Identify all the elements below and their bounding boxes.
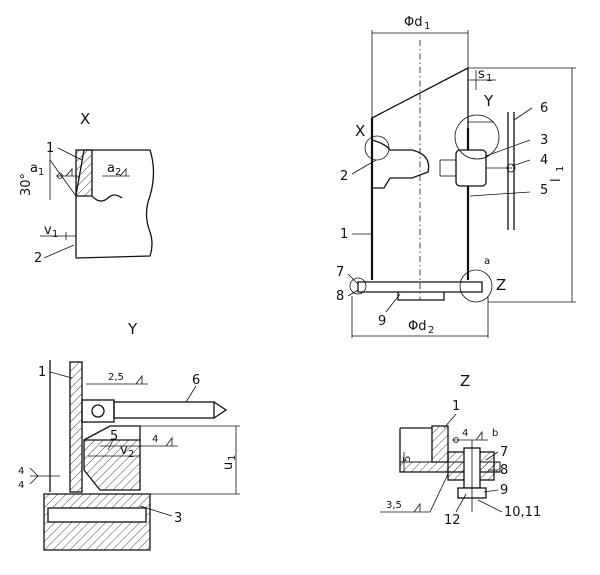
detail-z-weld1: 4 — [462, 428, 468, 439]
detail-z-label-10-11: 10,11 — [504, 505, 541, 520]
detail-x-label-1: 1 — [46, 141, 54, 156]
main-small-a: a — [484, 256, 490, 267]
detail-y-block — [83, 439, 141, 491]
detail-y-dim-u-sub: 1 — [227, 455, 238, 461]
main-part-8: 8 — [336, 289, 344, 304]
main-base — [357, 281, 483, 293]
detail-x-title: X — [80, 110, 90, 128]
detail-x-label-2: 2 — [34, 251, 42, 266]
main-part-6: 6 — [540, 101, 548, 116]
main-dia-bottom-sub: 2 — [428, 325, 434, 336]
detail-z-wall — [431, 425, 449, 463]
detail-y-plate — [69, 361, 83, 493]
detail-z-label-1: 1 — [452, 399, 460, 414]
main-view: Φd 1 s 1 l 1 — [336, 15, 576, 338]
main-X: X — [355, 122, 365, 140]
detail-x-body — [75, 149, 155, 259]
main-top-plate — [371, 66, 469, 128]
main-part-7: 7 — [336, 265, 344, 280]
main-part-5: 5 — [540, 183, 548, 198]
detail-y-weld1: 2,5 — [108, 372, 124, 383]
detail-y-dim-v: v — [120, 443, 128, 458]
detail-z-label-9: 9 — [500, 483, 508, 498]
detail-y-rod — [113, 401, 215, 419]
main-Y: Y — [483, 92, 494, 110]
detail-y-label-6: 6 — [192, 373, 200, 388]
detail-y-weld2: 4 — [152, 434, 158, 445]
main-height: l — [549, 178, 564, 182]
main-part-1: 1 — [340, 227, 348, 242]
main-height-sub: 1 — [555, 166, 566, 172]
main-part-3: 3 — [540, 133, 548, 148]
main-dia-top: Φd — [404, 15, 422, 30]
detail-x-weld-a: a — [30, 161, 38, 176]
detail-z-dim5: 5 — [402, 456, 413, 462]
detail-y-title: Y — [127, 320, 138, 338]
main-s1-sub: 1 — [486, 73, 492, 84]
detail-z-small-b: b — [492, 428, 498, 439]
detail-x-dim-v: v — [44, 223, 52, 238]
detail-z-label-7: 7 — [500, 445, 508, 460]
main-slot — [371, 139, 430, 189]
detail-z-title: Z — [460, 372, 470, 390]
detail-y-dim-u: u — [221, 462, 236, 470]
detail-y-label-5: 5 — [110, 429, 118, 444]
detail-x-weld2-2: 2 — [115, 167, 121, 178]
detail-y-dim-v-sub: 2 — [128, 449, 134, 460]
detail-x-weld-1: 1 — [38, 167, 44, 178]
main-hinge-block — [455, 149, 487, 187]
detail-x: X 1 2 a 1 a 2 30° v 1 — [19, 110, 155, 266]
detail-y-weld3-a: 4 — [18, 466, 24, 477]
detail-x-weld2-a: a — [107, 161, 115, 176]
detail-y-weld3-b: 4 — [18, 480, 24, 491]
main-part-4: 4 — [540, 153, 548, 168]
main-dia-top-sub: 1 — [424, 21, 430, 32]
detail-y-label-3: 3 — [174, 511, 182, 526]
detail-z: Z 5 1 4 b 7 8 9 12 10,11 — [380, 372, 541, 528]
detail-x-angle: 30° — [19, 173, 34, 196]
detail-z-weld2: 3,5 — [386, 500, 402, 511]
detail-x-weld-hatch — [75, 149, 93, 197]
detail-x-dim-1: 1 — [52, 229, 58, 240]
detail-z-label-12: 12 — [444, 513, 461, 528]
main-Z: Z — [496, 276, 506, 294]
detail-y-label-1: 1 — [38, 365, 46, 380]
main-part-2: 2 — [340, 169, 348, 184]
main-dia-bottom: Φd — [408, 319, 426, 334]
main-s1: s — [478, 67, 485, 82]
main-part-9: 9 — [378, 314, 386, 329]
detail-y: Y 1 6 5 3 2,5 4 — [18, 320, 240, 551]
detail-z-label-8: 8 — [500, 463, 508, 478]
